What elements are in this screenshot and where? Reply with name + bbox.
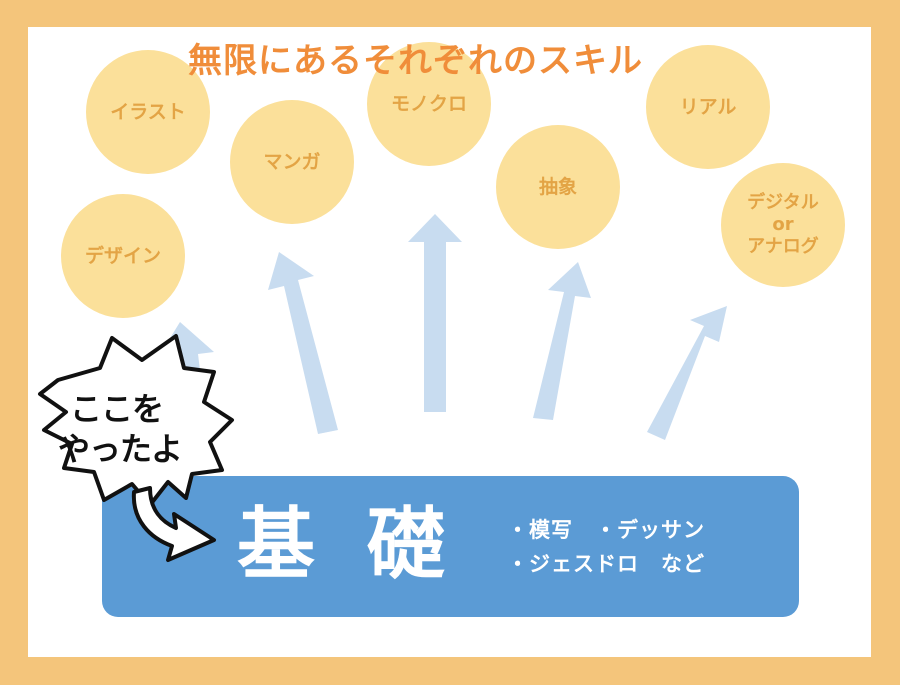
skill-bubble-manga: マンガ bbox=[230, 100, 354, 224]
pointer-arrow bbox=[131, 486, 216, 562]
arrow-to-digital bbox=[647, 306, 727, 440]
callout-line-2: やったよ bbox=[58, 430, 183, 468]
callout-line-1: ここを bbox=[70, 390, 164, 428]
page-title: 無限にあるそれぞれのスキル bbox=[188, 41, 643, 81]
skill-label: デジタル bbox=[747, 192, 819, 213]
arrow-to-monochrome bbox=[408, 214, 462, 412]
skill-bubble-real: リアル bbox=[646, 45, 770, 169]
skill-bubble-illust: イラスト bbox=[86, 50, 210, 174]
skill-label: 抽象 bbox=[538, 176, 577, 198]
skill-label: マンガ bbox=[263, 151, 321, 173]
skill-label: モノクロ bbox=[390, 93, 467, 115]
skill-label: デザイン bbox=[84, 245, 161, 267]
skill-bubble-digital-analog: デジタル or アナログ bbox=[721, 163, 845, 287]
skill-bubble-monochrome: モノクロ bbox=[367, 42, 491, 166]
base-methods-line-1: ・模写 ・デッサン bbox=[507, 518, 705, 542]
skill-label: リアル bbox=[679, 96, 737, 118]
arrow-to-abstract bbox=[533, 262, 591, 420]
skill-label: イラスト bbox=[110, 101, 186, 123]
arrow-to-manga bbox=[268, 252, 338, 434]
skill-label: or bbox=[772, 214, 794, 235]
skill-bubble-abstract: 抽象 bbox=[496, 125, 620, 249]
base-title: 基礎 bbox=[237, 500, 498, 590]
base-box bbox=[102, 476, 799, 617]
skill-label: アナログ bbox=[747, 236, 819, 257]
burst-shape bbox=[38, 334, 234, 507]
skill-bubble-design: デザイン bbox=[61, 194, 185, 318]
base-methods-line-2: ・ジェスドロ など bbox=[507, 552, 705, 576]
